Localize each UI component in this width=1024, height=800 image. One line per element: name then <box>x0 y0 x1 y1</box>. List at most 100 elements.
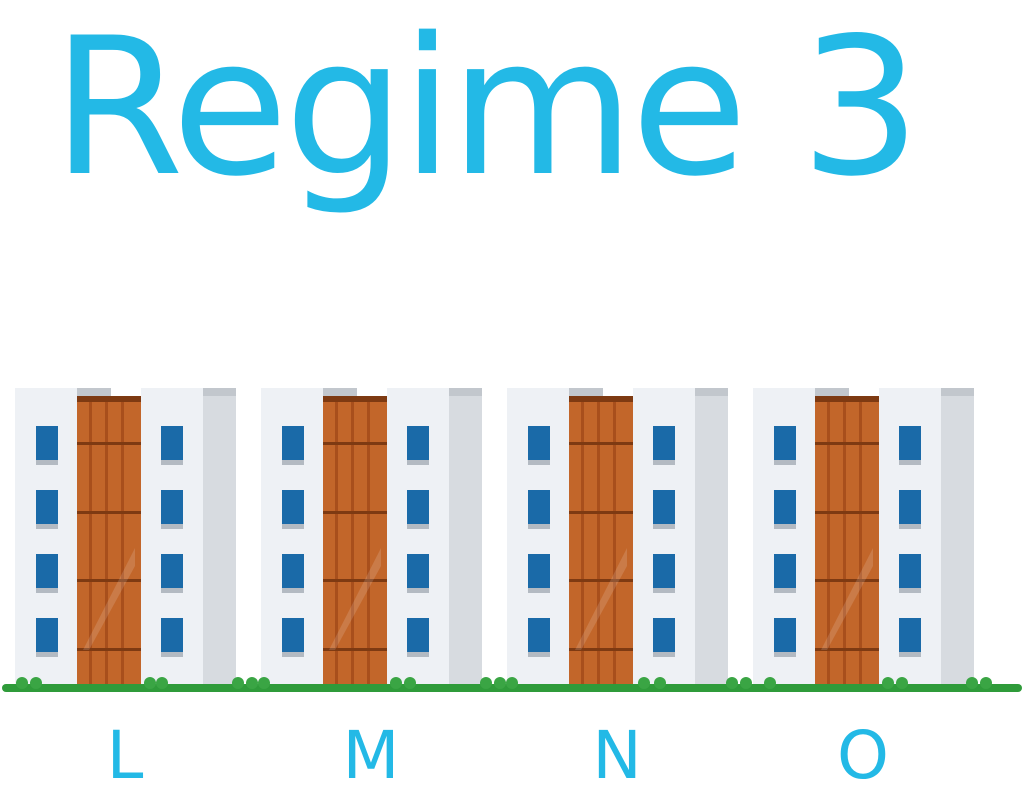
core-floor-line <box>569 648 633 651</box>
core-floor-line <box>569 442 633 445</box>
window-sill <box>653 460 675 465</box>
core-top-band <box>815 396 879 402</box>
window-sill <box>528 460 550 465</box>
window <box>282 554 304 588</box>
bush <box>390 677 402 689</box>
window-sill <box>899 652 921 657</box>
building-label-n: N <box>592 717 641 794</box>
core-floor-line <box>569 579 633 582</box>
core-floor-line <box>323 579 387 582</box>
window <box>282 490 304 524</box>
bush <box>726 677 738 689</box>
core-panel <box>77 396 141 684</box>
wall-right-shade <box>941 396 974 684</box>
roof-left <box>815 388 849 396</box>
window-sill <box>282 460 304 465</box>
building-label-m: M <box>343 717 400 794</box>
window <box>407 554 429 588</box>
bush <box>966 677 978 689</box>
wall-left-top <box>507 388 569 396</box>
window <box>899 490 921 524</box>
core-reflection <box>821 548 873 650</box>
window-sill <box>774 460 796 465</box>
window-sill <box>161 460 183 465</box>
window-sill <box>36 460 58 465</box>
wall-right-shade <box>203 396 236 684</box>
roof-right <box>695 388 728 396</box>
core-floor-line <box>815 442 879 445</box>
window-sill <box>36 652 58 657</box>
window-sill <box>899 460 921 465</box>
core-floor-line <box>77 579 141 582</box>
window <box>161 554 183 588</box>
window-sill <box>407 524 429 529</box>
core-floor-line <box>77 442 141 445</box>
bush <box>980 677 992 689</box>
window <box>36 490 58 524</box>
core-floor-line <box>815 648 879 651</box>
bush <box>654 677 666 689</box>
roof-left <box>77 388 111 396</box>
core-floor-line <box>323 648 387 651</box>
window-sill <box>899 524 921 529</box>
window-sill <box>528 588 550 593</box>
core-reflection <box>329 548 381 650</box>
bush <box>232 677 244 689</box>
building-n <box>507 388 728 684</box>
window-sill <box>161 524 183 529</box>
core-floor-line <box>323 442 387 445</box>
window-sill <box>528 524 550 529</box>
window-sill <box>161 588 183 593</box>
window <box>528 426 550 460</box>
window-sill <box>774 524 796 529</box>
core-stripe <box>335 402 338 684</box>
bush <box>896 677 908 689</box>
wall-left-top <box>261 388 323 396</box>
window <box>36 426 58 460</box>
window-sill <box>774 652 796 657</box>
window <box>407 426 429 460</box>
window <box>774 554 796 588</box>
bush <box>480 677 492 689</box>
window-sill <box>653 524 675 529</box>
window <box>653 554 675 588</box>
building-o <box>753 388 974 684</box>
core-top-band <box>77 396 141 402</box>
core-reflection <box>575 548 627 650</box>
roof-right <box>203 388 236 396</box>
core-panel <box>815 396 879 684</box>
core-panel <box>323 396 387 684</box>
window <box>161 426 183 460</box>
window-sill <box>528 652 550 657</box>
core-stripe <box>581 402 584 684</box>
bush <box>30 677 42 689</box>
window-sill <box>36 524 58 529</box>
window <box>161 618 183 652</box>
core-floor-line <box>323 511 387 514</box>
window-sill <box>36 588 58 593</box>
window-sill <box>282 588 304 593</box>
window <box>774 426 796 460</box>
window <box>653 426 675 460</box>
core-top-band <box>569 396 633 402</box>
window <box>899 426 921 460</box>
window-sill <box>653 588 675 593</box>
bush <box>156 677 168 689</box>
bush <box>144 677 156 689</box>
bush <box>740 677 752 689</box>
window <box>653 490 675 524</box>
wall-left-top <box>15 388 77 396</box>
window-sill <box>407 652 429 657</box>
window-sill <box>899 588 921 593</box>
bush <box>882 677 894 689</box>
wall-left-top <box>753 388 815 396</box>
window <box>407 490 429 524</box>
window-sill <box>774 588 796 593</box>
bush <box>404 677 416 689</box>
bush <box>258 677 270 689</box>
window <box>36 618 58 652</box>
core-stripe <box>105 402 108 684</box>
wall-right-shade <box>449 396 482 684</box>
core-stripe <box>89 402 92 684</box>
window-sill <box>282 524 304 529</box>
